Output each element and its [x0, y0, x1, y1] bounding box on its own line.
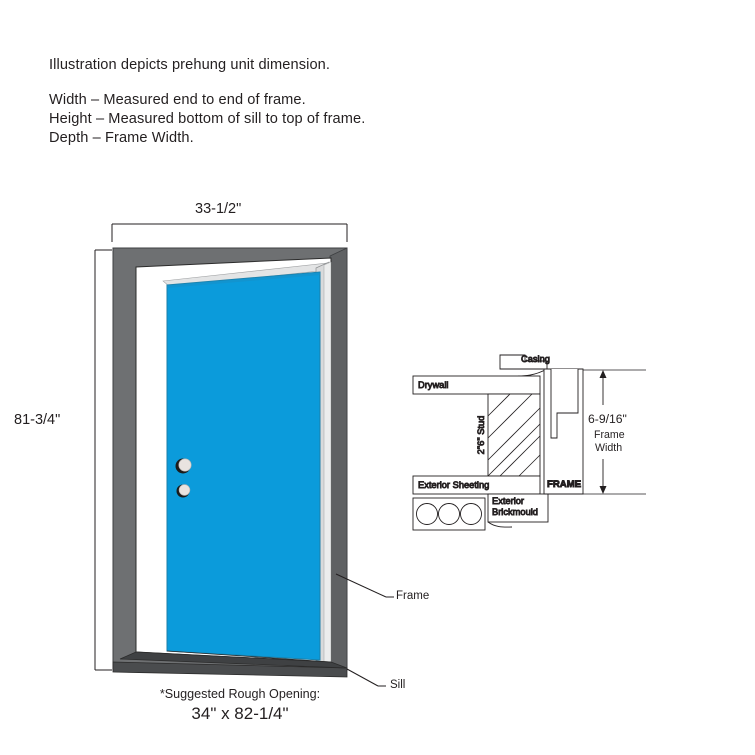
drywall-label: Drywall: [418, 380, 448, 390]
brickmould-label-line1: Exterior: [492, 496, 524, 506]
brickmould-circle-3-icon: [460, 503, 482, 525]
sill: [112, 661, 348, 678]
intro-heading: Illustration depicts prehung unit dimens…: [49, 57, 331, 73]
depth-witness-lines: [583, 369, 646, 495]
wall-section-detail: Casing Drywall 2"6" Stud Exterior Sheeti…: [412, 354, 646, 531]
casing-leader: [517, 368, 548, 377]
brickmould-label-line2: Brickmould: [492, 507, 538, 517]
intro-line-height: Height – Measured bottom of sill to top …: [49, 111, 366, 127]
frame-section-label: FRAME: [547, 479, 582, 490]
depth-dimension-arrows: [599, 370, 607, 494]
brickmould-circle-2-icon: [438, 503, 460, 525]
intro-line-depth: Depth – Frame Width.: [49, 130, 194, 146]
door-frame-assembly: [112, 247, 348, 678]
casing-profile: [499, 354, 548, 370]
exterior-sheeting-bar: [412, 475, 541, 495]
width-dimension-label: 33-1/2": [195, 201, 242, 217]
depth-sub-label-frame: Frame: [594, 429, 625, 441]
sill-front-face: [119, 651, 348, 669]
jamb-right-light-strip-2: [323, 261, 332, 664]
callout-leaders: [335, 573, 394, 687]
brickmould-callout-box: [487, 493, 549, 523]
brickmould-callout-leader: [487, 521, 513, 528]
rough-opening-note: *Suggested Rough Opening: 34" x 82-1/4": [130, 687, 350, 724]
frame-right-depth: [329, 247, 348, 671]
drywall-bar: [412, 375, 541, 395]
door-hardware: [175, 458, 192, 498]
height-dimension-label: 81-3/4": [14, 412, 61, 428]
width-dimension-line: [111, 223, 348, 242]
exterior-sheeting-label: Exterior Sheeting: [418, 480, 489, 490]
rough-opening-value: 34" x 82-1/4": [191, 704, 289, 723]
casing-label: Casing: [521, 354, 550, 364]
frame-callout-label: Frame: [396, 590, 430, 602]
intro-line-width: Width – Measured end to end of frame.: [49, 92, 306, 108]
brickmould-circle-1-icon: [416, 503, 438, 525]
door-leaf-top-bevel: [167, 272, 320, 288]
stud-label: 2"6" Stud: [476, 416, 486, 455]
sill-callout-label: Sill: [390, 679, 406, 691]
stud-block: [487, 393, 541, 477]
deadbolt-highlight-icon: [178, 484, 191, 496]
intro-text-block: Illustration depicts prehung unit dimens…: [49, 56, 479, 148]
height-dimension-line: [94, 249, 112, 671]
door-knob-highlight-icon: [178, 458, 192, 472]
sill-edge-line: [166, 650, 332, 663]
depth-dimension-label: 6-9/16": [588, 412, 627, 426]
rough-opening-text: *Suggested Rough Opening:: [159, 687, 321, 701]
depth-sub-label-width: Width: [595, 442, 623, 454]
stud-hatching: [487, 393, 541, 477]
frame-rabbet-notch: [550, 369, 579, 439]
